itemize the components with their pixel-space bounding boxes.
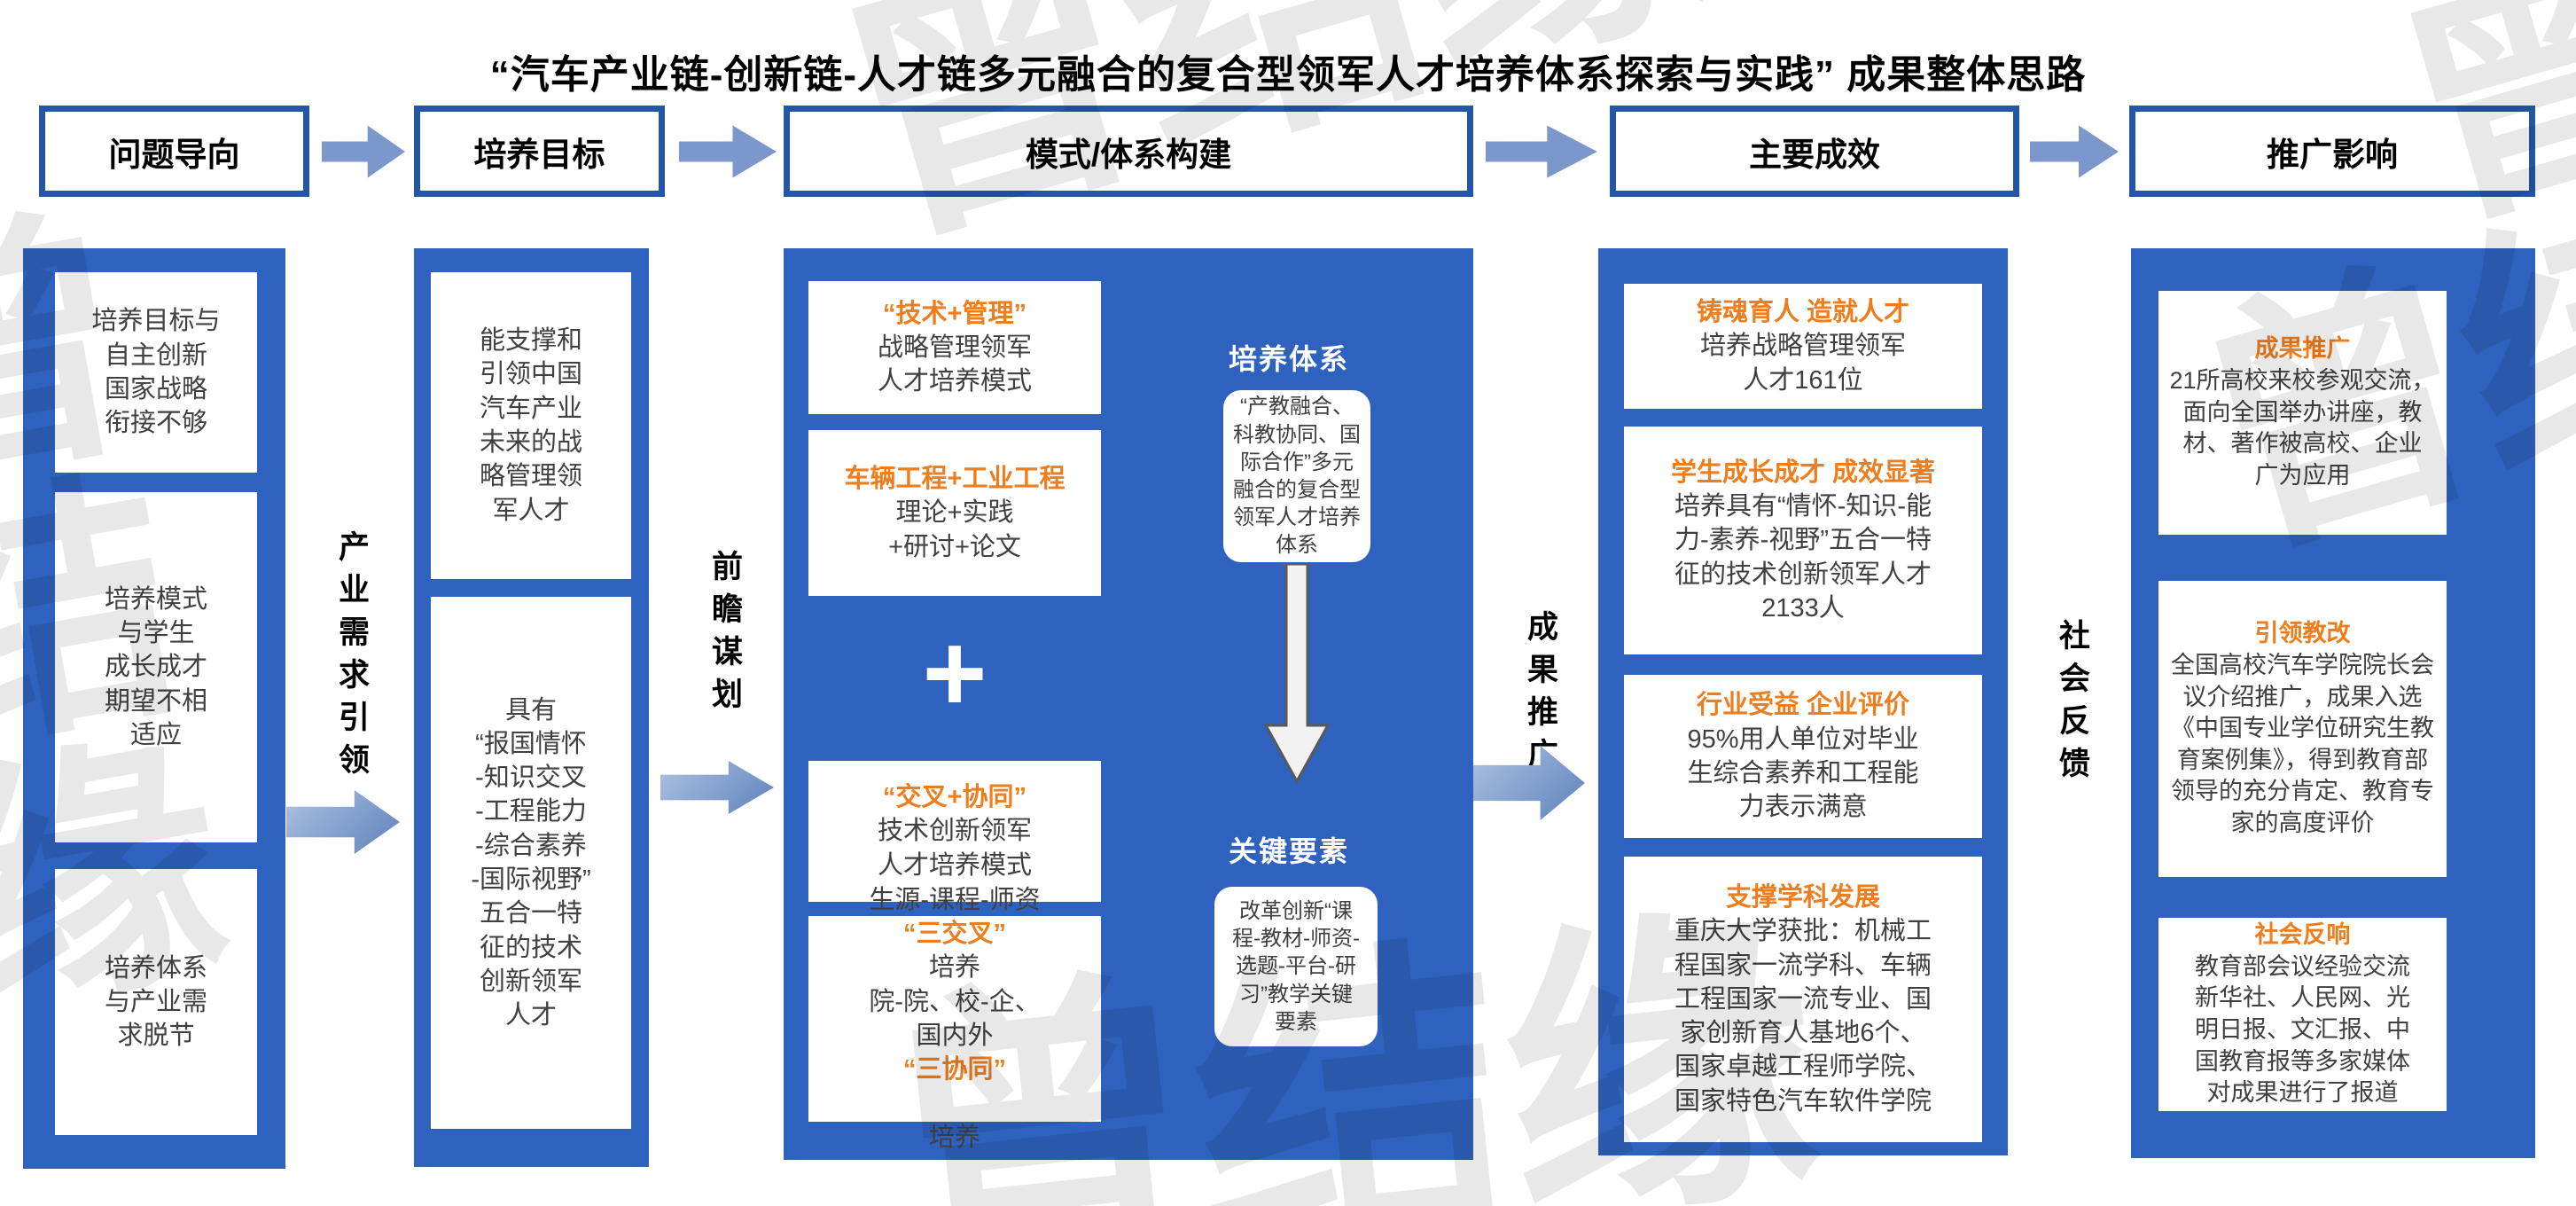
connector-label-result-promotion: 成果推广 bbox=[1523, 610, 1557, 780]
impact-heading: 引领教改 bbox=[2254, 620, 2351, 647]
plus-icon: + bbox=[922, 612, 987, 735]
elements-label: 关键要素 bbox=[1228, 835, 1349, 867]
achievement-heading: 铸魂育人 造就人才 bbox=[1696, 298, 1910, 327]
achievement-item: 学生成长成才 成效显著 培养具有“情怀-知识-能 力-素养-视野”五合一特 征的… bbox=[1624, 427, 1982, 654]
mode-box-vehicle-industrial: 车辆工程+工业工程 理论+实践 +研讨+论文 bbox=[808, 430, 1101, 596]
problem-item: 培养模式 与学生 成长成才 期望不相 适应 bbox=[55, 492, 257, 842]
impact-panel: 成果推广 21所高校来校参观交流， 面向全国举办讲座，教 材、著作被高校、企业 … bbox=[2131, 248, 2535, 1158]
system-box: “产教融合、 科教协同、国 际合作”多元 融合的复合型 领军人才培养 体系 bbox=[1223, 390, 1370, 562]
impact-item: 引领教改 全国高校汽车学院院长会 议介绍推广，成果入选 《中国专业学位研究生教 … bbox=[2158, 581, 2447, 877]
impact-heading: 成果推广 bbox=[2254, 335, 2351, 363]
system-label: 培养体系 bbox=[1228, 343, 1349, 375]
achievement-heading: 行业受益 企业评价 bbox=[1696, 691, 1910, 720]
stage-header-goal: 培养目标 bbox=[414, 106, 665, 197]
impact-heading: 社会反响 bbox=[2254, 921, 2351, 949]
mode-box-heading: “交叉+协同” bbox=[883, 783, 1026, 812]
problem-item: 培养体系 与产业需 求脱节 bbox=[55, 869, 257, 1135]
impact-item: 成果推广 21所高校来校参观交流， 面向全国举办讲座，教 材、著作被高校、企业 … bbox=[2158, 291, 2447, 535]
connector-label-forward-planning: 前瞻谋划 bbox=[707, 550, 742, 720]
stage-header-achievements: 主要成效 bbox=[1610, 106, 2019, 197]
achievement-item: 铸魂育人 造就人才 培养战略管理领军 人才161位 bbox=[1624, 284, 1982, 409]
right-arrow-icon bbox=[2030, 125, 2119, 178]
down-arrow-icon bbox=[1263, 564, 1331, 784]
elements-box: 改革创新“课 程-教材-师资- 选题-平台-研 习”教学关键 要素 bbox=[1214, 887, 1378, 1046]
flow-arrow-icon bbox=[660, 761, 774, 814]
achievement-body: 重庆大学获批：机械工 程国家一流学科、车辆 工程国家一流专业、国 家创新育人基地… bbox=[1674, 917, 1932, 1116]
mode-box-body: 技术创新领军 人才培养模式 bbox=[877, 817, 1032, 880]
achievement-body: 95%用人单位对毕业 生综合素养和工程能 力表示满意 bbox=[1687, 724, 1919, 822]
stage-header-construction: 模式/体系构建 bbox=[784, 106, 1473, 197]
impact-body: 教育部会议经验交流 新华社、人民网、光 明日报、文汇报、中 国教育报等多家媒体 … bbox=[2195, 952, 2410, 1107]
cultivation-box: 生源-课程-师资 “三交叉”培养 院-院、校-企、 国内外“三协同” 培养 bbox=[808, 886, 1101, 1152]
right-arrow-icon bbox=[1486, 125, 1597, 178]
problems-panel: 培养目标与 自主创新 国家战略 衔接不够 培养模式 与学生 成长成才 期望不相 … bbox=[23, 248, 285, 1169]
mode-box-heading: “技术+管理” bbox=[883, 299, 1026, 328]
page-title: “汽车产业链-创新链-人才链多元融合的复合型领军人才培养体系探索与实践” 成果整… bbox=[489, 53, 2087, 97]
achievement-body: 培养具有“情怀-知识-能 力-素养-视野”五合一特 征的技术创新领军人才 213… bbox=[1674, 492, 1932, 623]
achievement-heading: 学生成长成才 成效显著 bbox=[1670, 458, 1936, 487]
right-arrow-icon bbox=[679, 125, 777, 178]
stage-header-impact: 推广影响 bbox=[2129, 106, 2535, 197]
achievement-item: 行业受益 企业评价 95%用人单位对毕业 生综合素养和工程能 力表示满意 bbox=[1624, 675, 1982, 838]
achievements-panel: 铸魂育人 造就人才 培养战略管理领军 人才161位 学生成长成才 成效显著 培养… bbox=[1598, 248, 2008, 1155]
problem-item: 培养目标与 自主创新 国家战略 衔接不够 bbox=[55, 272, 257, 473]
impact-body: 全国高校汽车学院院长会 议介绍推广，成果入选 《中国专业学位研究生教 育案例集》… bbox=[2171, 651, 2434, 837]
mode-box-cross-collaboration: “交叉+协同” 技术创新领军 人才培养模式 bbox=[808, 761, 1101, 902]
achievement-heading: 支撑学科发展 bbox=[1725, 883, 1880, 912]
mode-box-tech-management: “技术+管理” 战略管理领军 人才培养模式 bbox=[808, 281, 1101, 414]
goal-item: 具有 “报国情怀 -知识交叉 -工程能力 -综合素养 -国际视野” 五合一特 征… bbox=[431, 597, 631, 1129]
stage-header-problem: 问题导向 bbox=[39, 106, 309, 197]
achievement-body: 培养战略管理领军 人才161位 bbox=[1699, 332, 1906, 395]
impact-item: 社会反响 教育部会议经验交流 新华社、人民网、光 明日报、文汇报、中 国教育报等… bbox=[2158, 918, 2447, 1111]
connector-label-industry-demand: 产业需求引领 bbox=[334, 530, 369, 786]
flow-arrow-icon bbox=[286, 790, 400, 854]
right-arrow-icon bbox=[322, 125, 405, 178]
impact-body: 21所高校来校参观交流， 面向全国举办讲座，教 材、著作被高校、企业 广为应用 bbox=[2169, 367, 2436, 489]
achievement-item: 支撑学科发展 重庆大学获批：机械工 程国家一流学科、车辆 工程国家一流专业、国 … bbox=[1624, 857, 1982, 1142]
mode-box-body: 战略管理领军 人才培养模式 bbox=[877, 333, 1032, 396]
mode-box-body: 理论+实践 +研讨+论文 bbox=[888, 498, 1021, 561]
mode-box-heading: 车辆工程+工业工程 bbox=[844, 465, 1066, 494]
goals-panel: 能支撑和 引领中国 汽车产业 未来的战 略管理领 军人才 具有 “报国情怀 -知… bbox=[414, 248, 649, 1167]
goal-item: 能支撑和 引领中国 汽车产业 未来的战 略管理领 军人才 bbox=[431, 272, 631, 579]
construction-panel: “技术+管理” 战略管理领军 人才培养模式 车辆工程+工业工程 理论+实践 +研… bbox=[784, 248, 1473, 1160]
connector-label-social-feedback: 社会反馈 bbox=[2055, 619, 2089, 789]
